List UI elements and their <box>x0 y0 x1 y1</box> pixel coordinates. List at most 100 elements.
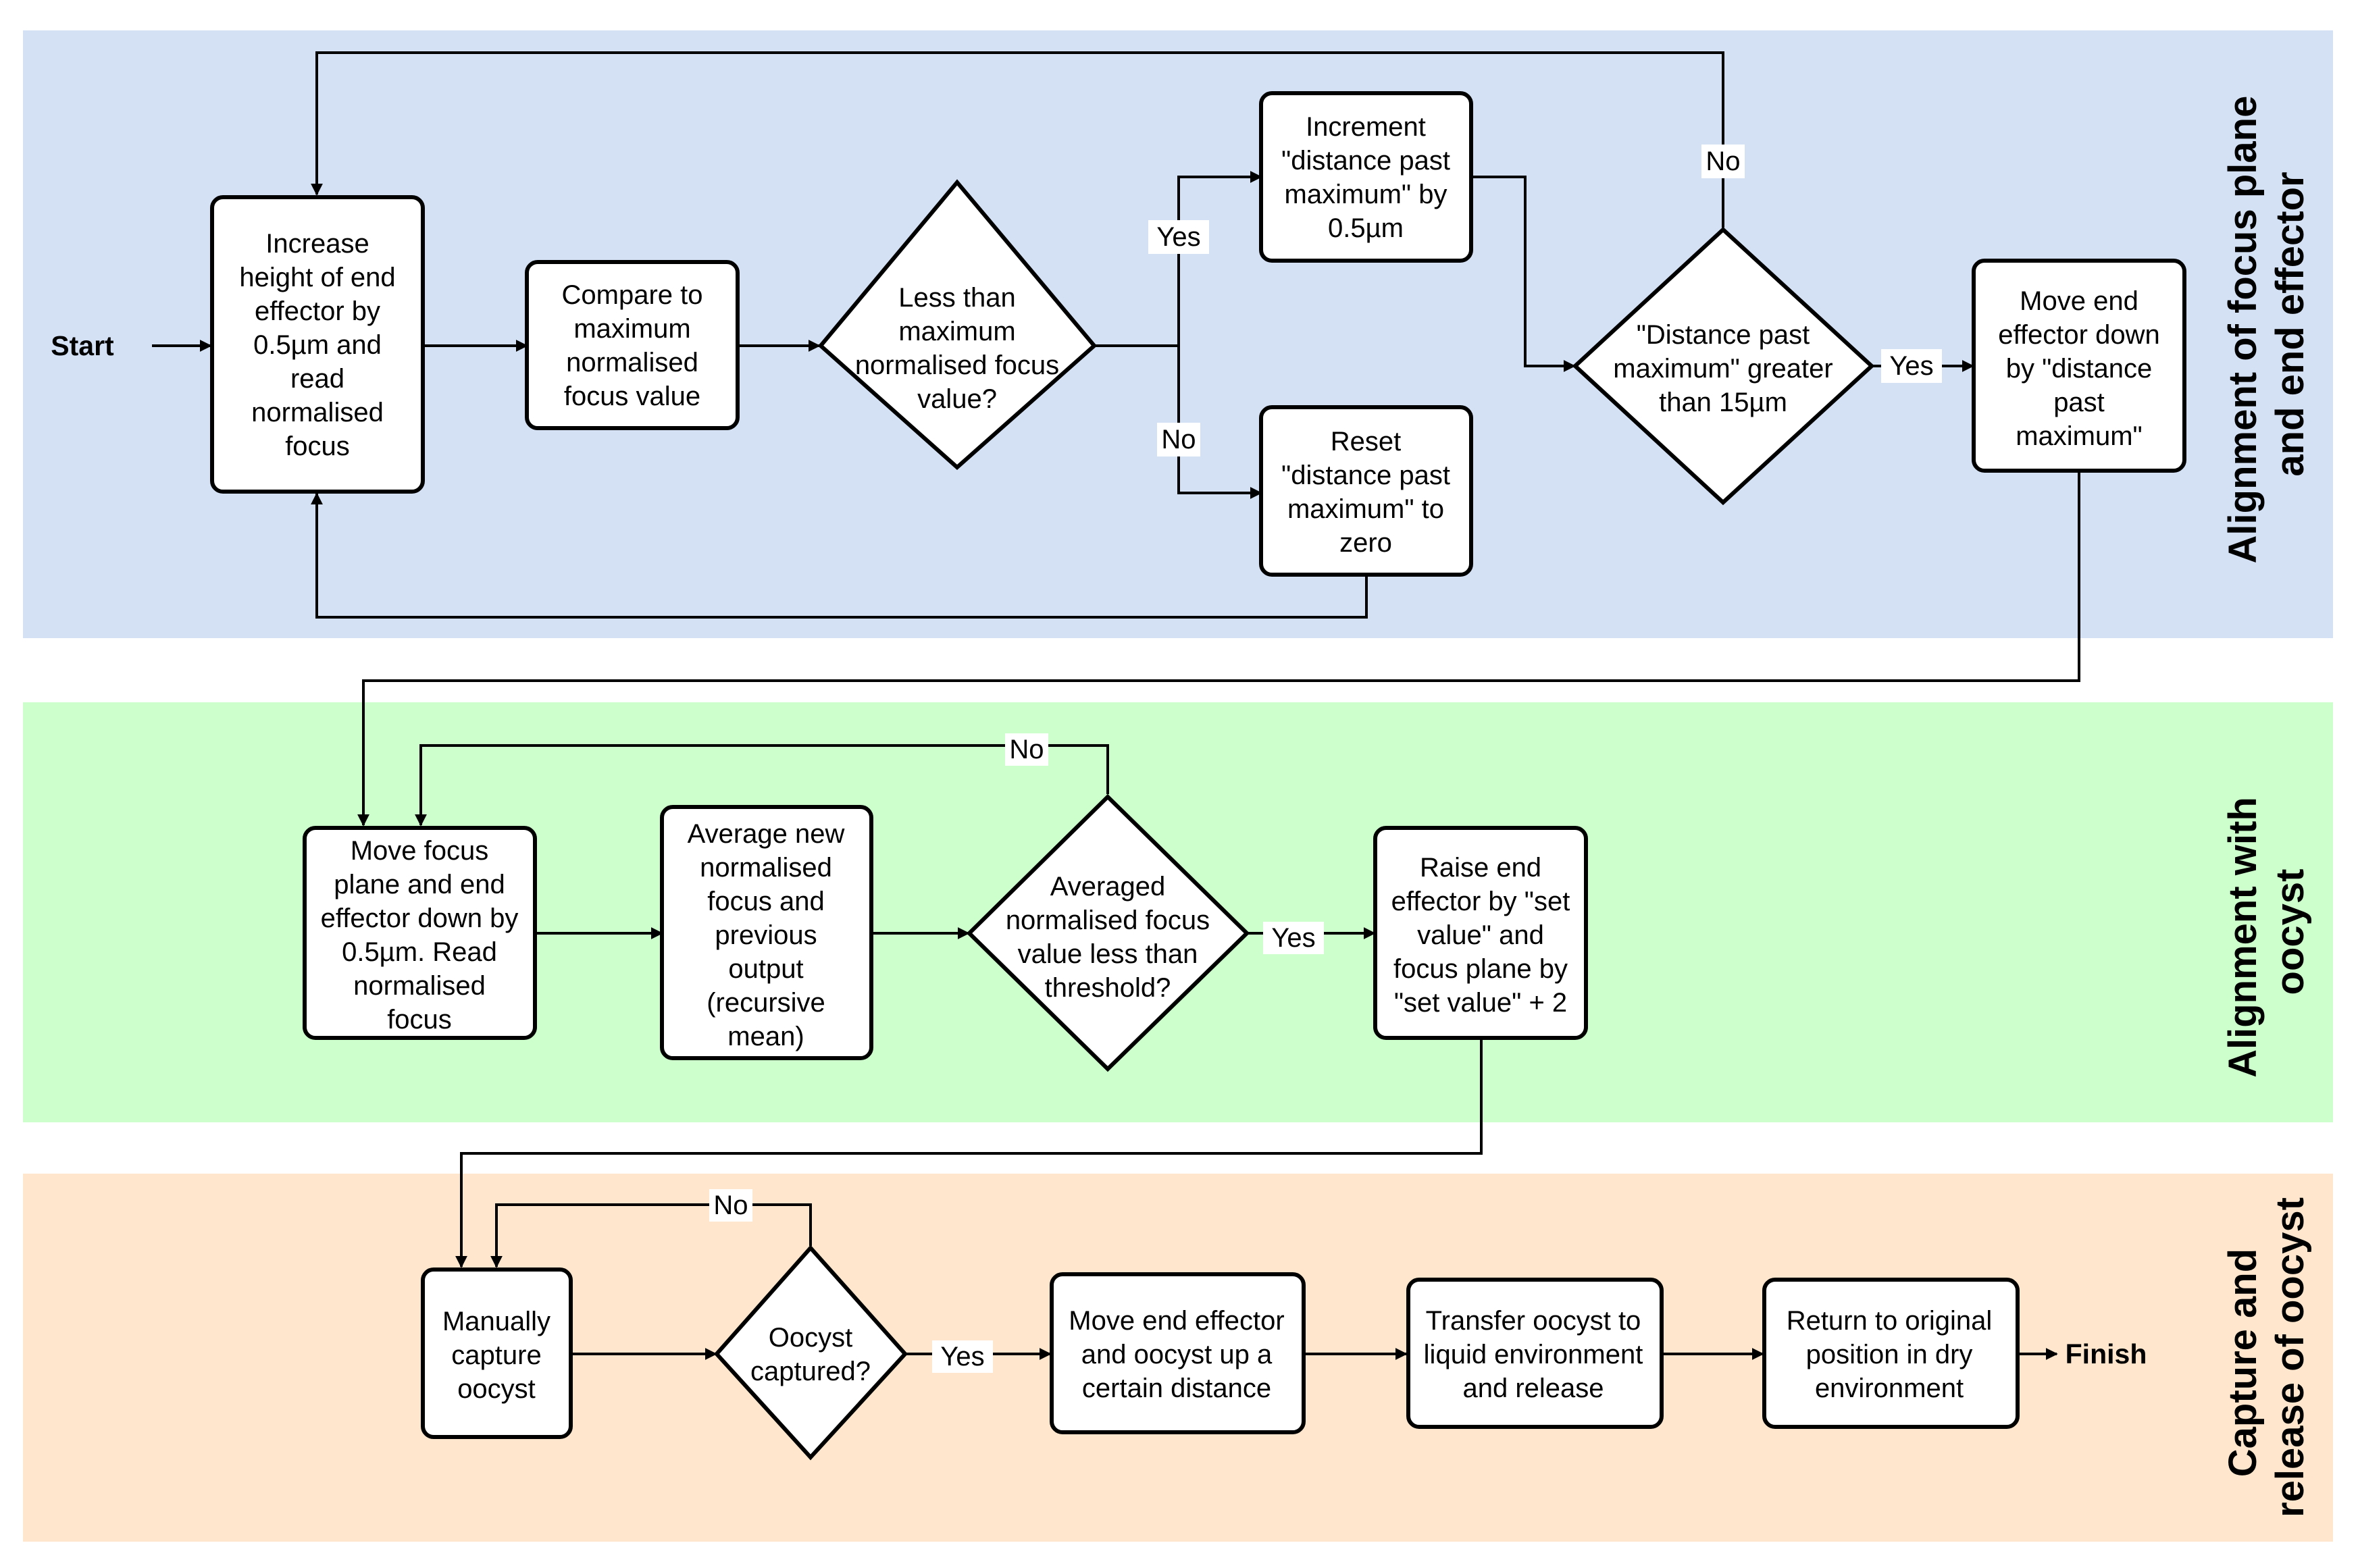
distance-greater-decision <box>1572 226 1875 506</box>
oocyst-captured-label: Oocyst captured? <box>750 1323 871 1386</box>
node-label-line: Averaged <box>1050 872 1166 901</box>
label-captured-yes: Yes <box>940 1342 984 1371</box>
node-label-line: Compare to <box>562 280 703 310</box>
edge-less-than-yes <box>1094 171 1262 347</box>
node-label-line: plane and end <box>334 870 505 899</box>
node-label-line: position in dry <box>1806 1340 1973 1369</box>
node-label-line: maximum" <box>2016 421 2143 451</box>
edge-move-down-to-lane2 <box>357 471 2080 827</box>
node-label-line: value less than <box>1018 939 1198 969</box>
label-distance-check-no: No <box>1706 147 1740 176</box>
node-label-line: read <box>290 364 344 394</box>
node-label-line: focus plane by <box>1393 954 1568 984</box>
manually-capture-box <box>421 1268 573 1439</box>
node-label-line: by "distance <box>2006 354 2153 384</box>
node-label-line: Increment <box>1306 112 1426 142</box>
label-threshold-no: No <box>1009 735 1044 764</box>
node-label-line: effector by "set <box>1391 887 1570 916</box>
node-label-line: previous <box>715 920 817 950</box>
node-label-line: oocyst <box>457 1374 536 1404</box>
start-terminal: Start <box>51 330 114 361</box>
node-label-line: Raise end <box>1420 853 1541 883</box>
node-label-line: focus <box>387 1005 452 1035</box>
edge-labels: Yes No No Yes No Yes No Yes <box>709 145 1942 1373</box>
edges <box>152 51 2080 1360</box>
label-less-than-no: No <box>1161 425 1196 454</box>
node-label-line: (recursive <box>707 988 825 1018</box>
reset-distance-box <box>1259 405 1473 577</box>
edge-raise-to-lane3 <box>455 1038 1483 1268</box>
node-label-line: Finish <box>2066 1338 2147 1369</box>
node-label-line: effector down <box>1998 320 2159 350</box>
oocyst-captured-decision <box>713 1245 908 1461</box>
node-label-line: "set value" + 2 <box>1394 988 1567 1018</box>
node-label-line: height of end <box>239 263 395 292</box>
node-label-line: maximum <box>573 314 690 344</box>
node-label-line: "distance past <box>1281 146 1450 176</box>
node-label-line: "distance past <box>1281 461 1450 490</box>
move-focus-plane-box <box>303 826 537 1040</box>
node-label-line: normalised <box>700 853 832 883</box>
node-label-line: Manually <box>442 1307 550 1336</box>
node-label-line: Return to original <box>1787 1306 1993 1336</box>
node-label-line: value" and <box>1417 920 1544 950</box>
move-effector-down-box <box>1972 259 2186 473</box>
node-label-line: Start <box>51 330 114 361</box>
finish-terminal: Finish <box>2066 1338 2147 1369</box>
increment-distance-box <box>1259 91 1473 263</box>
edge-increment-to-distance-check <box>1471 176 1576 372</box>
compare-max-box <box>525 260 740 430</box>
node-label-line: past <box>2053 388 2105 417</box>
node-label-line: threshold? <box>1045 973 1171 1003</box>
node-label-line: Oocyst <box>769 1323 852 1353</box>
node-label-line: Average new <box>688 819 845 849</box>
node-label-line: "Distance past <box>1637 320 1810 350</box>
threshold-decision <box>966 793 1250 1072</box>
node-label-line: Move end effector <box>1069 1306 1284 1336</box>
return-position-box <box>1762 1278 2020 1429</box>
label-less-than-yes: Yes <box>1156 222 1200 252</box>
edge-captured-no <box>490 1203 812 1268</box>
lane-title-oocyst-alignment: Alignment with oocyst <box>2221 786 2312 1078</box>
move-oocyst-up-box <box>1050 1272 1306 1434</box>
label-threshold-yes: Yes <box>1271 923 1315 953</box>
node-label-line: captured? <box>750 1357 871 1386</box>
node-label-line: effector by <box>255 296 380 326</box>
node-label-line: normalised <box>566 348 698 377</box>
raise-effector-box <box>1373 826 1588 1040</box>
node-label-line: effector down by <box>321 904 519 933</box>
lane-title-focus-alignment: Alignment of focus plane and end effecto… <box>2221 85 2312 564</box>
node-label-line: capture <box>451 1340 541 1370</box>
node-label-line: maximum <box>898 317 1015 346</box>
node-label-line: mean) <box>727 1022 804 1051</box>
edge-less-than-no <box>1177 346 1262 499</box>
node-label-line: Move focus <box>351 836 489 866</box>
edge-distance-check-no <box>311 51 1724 228</box>
node-label-line: focus value <box>564 382 700 411</box>
node-label-line: maximum" to <box>1287 494 1444 524</box>
manually-capture-label: Manually capture oocyst <box>442 1307 550 1404</box>
node-label-line: and release <box>1462 1374 1604 1403</box>
node-label-line: maximum" greater <box>1613 354 1832 384</box>
node-label-line: normalised <box>251 398 384 427</box>
node-label-line: 0.5µm <box>1328 213 1404 243</box>
node-label-line: focus <box>285 432 350 461</box>
node-label-line: Reset <box>1331 427 1402 456</box>
less-than-max-decision <box>817 179 1098 471</box>
node-label-line: output <box>728 954 803 984</box>
edge-threshold-no <box>415 744 1109 827</box>
node-label-line: Transfer oocyst to <box>1426 1306 1641 1336</box>
edge-reset-loop-back <box>311 492 1368 619</box>
label-distance-check-yes: Yes <box>1889 351 1933 381</box>
